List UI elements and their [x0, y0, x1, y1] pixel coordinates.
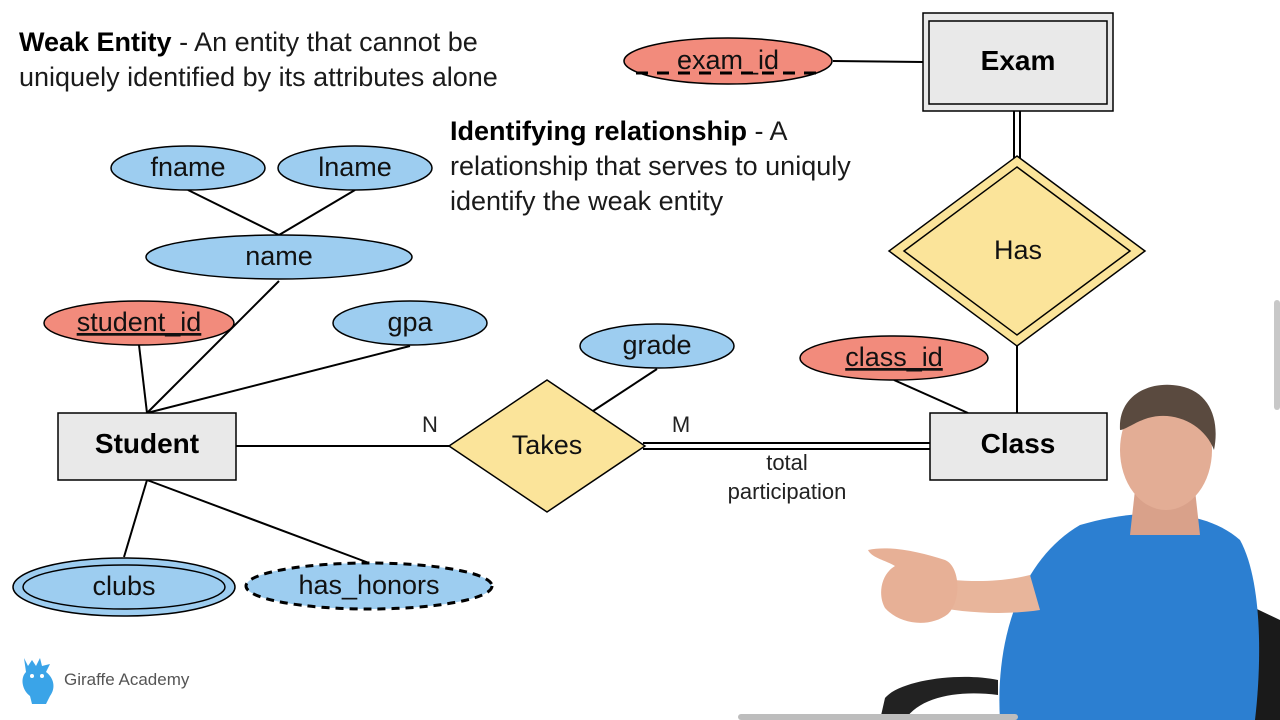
attribute-exam-id — [623, 37, 833, 85]
vertical-scrollbar[interactable] — [1274, 300, 1280, 410]
connector-grade-takes — [592, 368, 658, 412]
entity-student-label: Student — [95, 428, 199, 459]
attribute-exam-id-label: exam_id — [677, 45, 779, 75]
attribute-clubs — [22, 564, 226, 610]
cardinality-n: N — [422, 412, 438, 437]
attribute-clubs-outer — [12, 557, 236, 617]
attribute-lname-label: lname — [318, 152, 392, 182]
identifying-relationship-note: Identifying relationship - A relationshi… — [450, 114, 920, 219]
relationship-takes-label: Takes — [512, 430, 583, 460]
connector-student-clubs — [123, 479, 148, 558]
connector-fname-name — [187, 189, 280, 236]
entity-exam — [928, 20, 1108, 105]
attribute-lname — [277, 145, 433, 191]
attribute-gpa-label: gpa — [387, 307, 433, 337]
attribute-clubs-label: clubs — [92, 571, 155, 601]
connector-classid-class — [893, 379, 969, 414]
attribute-name — [145, 234, 413, 280]
presenter-body — [999, 513, 1260, 720]
connector-lname-name — [278, 189, 356, 236]
connector-student-hashonors — [146, 479, 370, 564]
entity-student — [57, 412, 237, 481]
attribute-name-label: name — [245, 241, 313, 271]
weak-entity-note: Weak Entity - An entity that cannot be u… — [19, 25, 579, 95]
logo-text: Giraffe Academy — [64, 670, 190, 689]
giraffe-academy-logo: Giraffe Academy — [16, 656, 189, 704]
attribute-class-id-label: class_id — [845, 342, 943, 372]
cardinality-m: M — [672, 412, 690, 437]
attribute-class-id — [799, 335, 989, 381]
attribute-fname-label: fname — [150, 152, 225, 182]
weak-entity-definition: - An entity that cannot be uniquely iden… — [19, 27, 498, 92]
identifying-relationship-definition: - A relationship that serves to uniquly … — [450, 116, 851, 216]
connector-examid-exam — [832, 60, 924, 63]
relationship-has — [902, 166, 1132, 336]
participation-label-line2: participation — [728, 479, 847, 504]
giraffe-icon — [22, 658, 54, 704]
attribute-has-honors — [244, 561, 494, 611]
attribute-has-honors-label: has_honors — [298, 570, 439, 600]
relationship-has-label: Has — [994, 235, 1042, 265]
attribute-grade-label: grade — [622, 330, 691, 360]
relationship-takes — [447, 379, 647, 513]
presenter-hair — [1119, 384, 1216, 450]
entity-class — [929, 412, 1108, 481]
entity-exam-label: Exam — [981, 45, 1056, 76]
attribute-student-id — [43, 300, 235, 346]
entity-class-label: Class — [981, 428, 1056, 459]
connector-gpa-student — [146, 345, 411, 414]
attribute-gpa — [332, 300, 488, 346]
progress-scrubber[interactable] — [738, 714, 1018, 720]
connector-name-student — [146, 280, 280, 414]
attribute-student-id-label: student_id — [77, 307, 202, 337]
presenter — [868, 384, 1280, 720]
presenter-arm — [930, 575, 1040, 613]
participation-label-line1: total — [766, 450, 808, 475]
connector-studentid-student — [138, 344, 148, 414]
weak-entity-term: Weak Entity — [19, 27, 172, 57]
attribute-fname — [110, 145, 266, 191]
presenter-chair — [880, 676, 998, 720]
identifying-relationship-term: Identifying relationship — [450, 116, 748, 146]
attribute-grade — [579, 323, 735, 369]
presenter-hand — [868, 548, 958, 623]
